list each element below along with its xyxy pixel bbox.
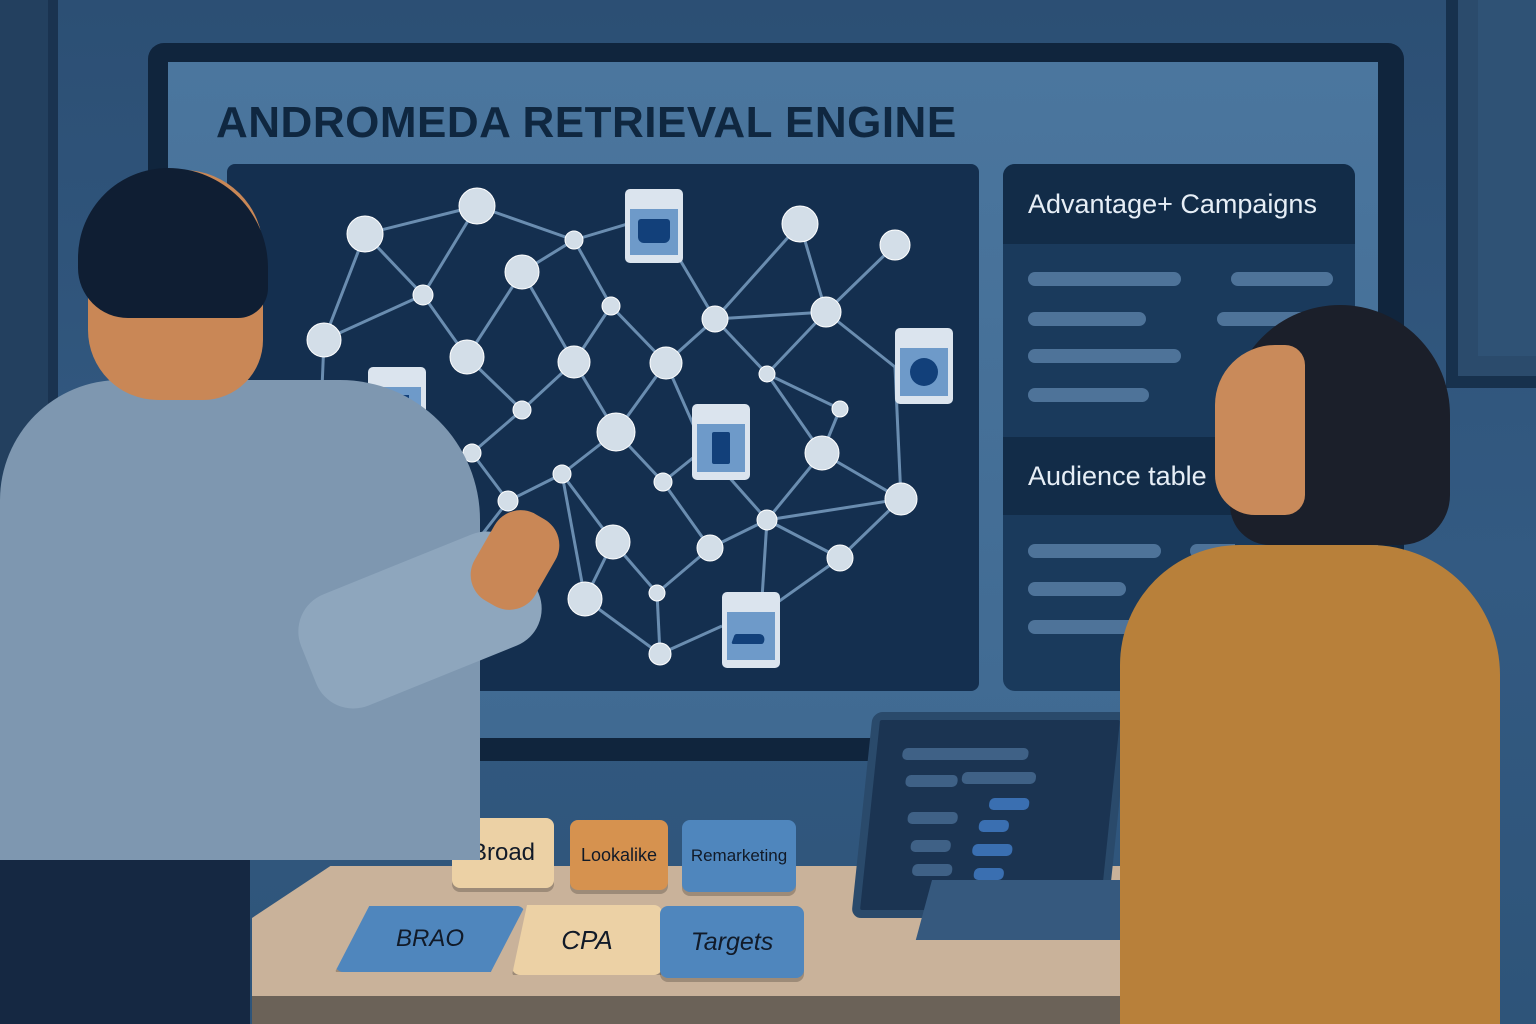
woman-face bbox=[1215, 345, 1305, 515]
ad-card-washing-machine[interactable] bbox=[895, 328, 953, 404]
ad-card-phone[interactable] bbox=[692, 404, 750, 480]
screen-title: ANDROMEDA RETRIEVAL ENGINE bbox=[216, 98, 957, 147]
campaign-value-placeholder bbox=[1231, 272, 1333, 286]
sofa-icon bbox=[630, 209, 678, 255]
tile-targets[interactable]: Targets bbox=[660, 906, 804, 978]
campaign-row-placeholder bbox=[1028, 312, 1146, 326]
woman-figure bbox=[1120, 545, 1500, 1024]
tile-cpa[interactable]: CPA bbox=[512, 905, 662, 975]
audience-row-placeholder bbox=[1028, 620, 1153, 634]
shoe-icon bbox=[727, 612, 775, 660]
man-figure-pants bbox=[0, 828, 250, 1024]
tile-brao[interactable]: BRAO bbox=[335, 906, 525, 972]
phone-icon bbox=[697, 424, 745, 472]
ad-card-shoe[interactable] bbox=[722, 592, 780, 668]
audience-row-placeholder bbox=[1028, 544, 1161, 558]
advantage-campaigns-header: Advantage+ Campaigns bbox=[1003, 164, 1355, 244]
campaign-row-placeholder bbox=[1028, 388, 1149, 402]
audience-row-placeholder bbox=[1028, 582, 1126, 596]
washing-machine-icon bbox=[900, 348, 948, 396]
ad-card-sofa[interactable] bbox=[625, 189, 683, 263]
campaign-row-placeholder bbox=[1028, 349, 1181, 363]
wall-frame-right bbox=[1446, 0, 1536, 388]
tile-remarketing[interactable]: Remarketing bbox=[682, 820, 796, 892]
campaign-row-placeholder bbox=[1028, 272, 1181, 286]
tile-lookalike[interactable]: Lookalike bbox=[570, 820, 668, 890]
network-graph bbox=[300, 187, 918, 666]
desk-edge bbox=[252, 996, 1232, 1024]
